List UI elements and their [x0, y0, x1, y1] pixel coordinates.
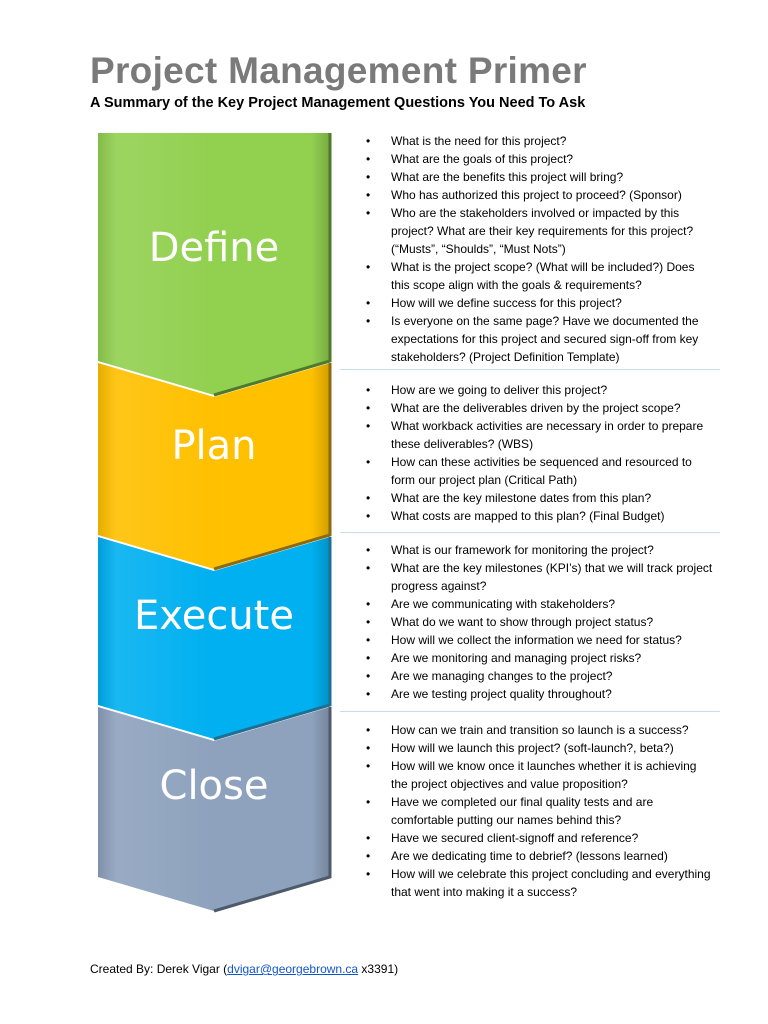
author-credit: Created By: Derek Vigar (dvigar@georgebr…	[90, 962, 398, 976]
list-item: How can these activities be sequenced an…	[366, 453, 716, 489]
author-email-link[interactable]: dvigar@georgebrown.ca	[227, 962, 359, 976]
page-title: Project Management Primer	[90, 50, 587, 91]
plan-questions-list: How are we going to deliver this project…	[366, 381, 716, 525]
list-item: How will we celebrate this project concl…	[366, 865, 716, 901]
close-questions-list: How can we train and transition so launc…	[366, 721, 716, 901]
list-item: Are we managing changes to the project?	[366, 667, 716, 685]
stage-close-label: Close	[160, 763, 269, 809]
section-divider	[340, 369, 720, 370]
list-item: What are the benefits this project will …	[366, 168, 716, 186]
list-item: Who are the stakeholders involved or imp…	[366, 204, 716, 258]
list-item: Have we secured client-signoff and refer…	[366, 829, 716, 847]
list-item: What are the deliverables driven by the …	[366, 399, 716, 417]
list-item: Are we dedicating time to debrief? (less…	[366, 847, 716, 865]
list-item: Is everyone on the same page? Have we do…	[366, 312, 716, 366]
stage-define-chevron: Define	[98, 133, 332, 397]
list-item: What are the goals of this project?	[366, 150, 716, 168]
list-item: How are we going to deliver this project…	[366, 381, 716, 399]
list-item: How will we collect the information we n…	[366, 631, 716, 649]
credit-suffix: x3391)	[358, 962, 399, 976]
list-item: Are we testing project quality throughou…	[366, 685, 716, 703]
stage-close-chevron: Close	[98, 707, 332, 913]
list-item: What are the key milestone dates from th…	[366, 489, 716, 507]
list-item: What is our framework for monitoring the…	[366, 541, 716, 559]
stage-define-label: Define	[149, 225, 280, 271]
stage-execute-chevron: Execute	[98, 537, 332, 741]
section-divider	[340, 711, 720, 712]
list-item: What do we want to show through project …	[366, 613, 716, 631]
list-item: How will we know once it launches whethe…	[366, 757, 716, 793]
process-chevron-diagram: Close Execute Plan Define	[98, 133, 332, 913]
list-item: What is the project scope? (What will be…	[366, 258, 716, 294]
define-questions-list: What is the need for this project? What …	[366, 132, 716, 366]
page-subtitle: A Summary of the Key Project Management …	[90, 95, 586, 111]
list-item: What costs are mapped to this plan? (Fin…	[366, 507, 716, 525]
list-item: What workback activities are necessary i…	[366, 417, 716, 453]
execute-questions-list: What is our framework for monitoring the…	[366, 541, 716, 703]
list-item: Have we completed our final quality test…	[366, 793, 716, 829]
list-item: What is the need for this project?	[366, 132, 716, 150]
stage-plan-chevron: Plan	[98, 363, 332, 571]
list-item: What are the key milestones (KPI’s) that…	[366, 559, 716, 595]
list-item: Are we communicating with stakeholders?	[366, 595, 716, 613]
list-item: Are we monitoring and managing project r…	[366, 649, 716, 667]
section-divider	[340, 532, 720, 533]
list-item: How will we define success for this proj…	[366, 294, 716, 312]
list-item: Who has authorized this project to proce…	[366, 186, 716, 204]
credit-prefix: Created By: Derek Vigar (	[90, 962, 228, 976]
list-item: How can we train and transition so launc…	[366, 721, 716, 739]
list-item: How will we launch this project? (soft-l…	[366, 739, 716, 757]
stage-execute-label: Execute	[134, 593, 294, 639]
stage-plan-label: Plan	[171, 423, 256, 469]
